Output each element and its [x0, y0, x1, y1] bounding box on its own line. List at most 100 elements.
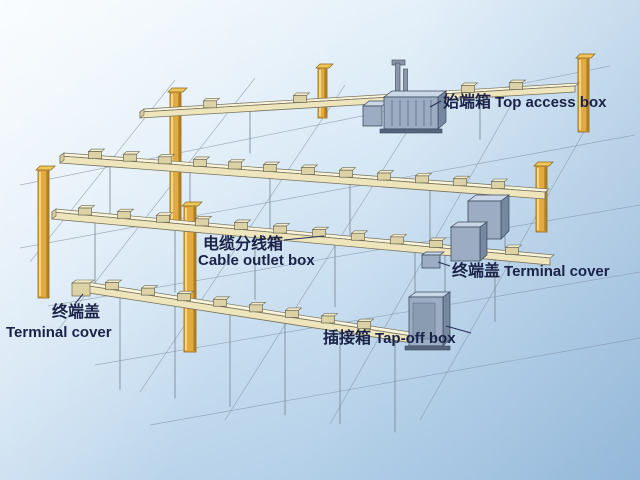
leader-lines: [73, 100, 472, 334]
label-cable-outlet-box-zh: 电缆分线箱: [203, 236, 284, 253]
tap-unit: [123, 153, 137, 162]
tap-unit: [491, 181, 505, 189]
tap-unit-top: [292, 92, 311, 96]
tap-unit: [141, 287, 155, 296]
tap-unit-top: [508, 79, 527, 83]
tap-unit-top: [227, 159, 246, 163]
label-top-access-box-zh: 始端箱: [443, 94, 492, 111]
rail-end-cap: [59, 152, 65, 164]
tap-unit: [351, 232, 365, 241]
tap-unit: [234, 222, 248, 230]
tap-unit-top: [356, 318, 375, 322]
tap-unit-top: [389, 234, 408, 238]
tap-unit: [228, 161, 242, 170]
tap-unit: [429, 240, 443, 248]
access-box-top: [382, 90, 448, 98]
support-column: [35, 165, 56, 299]
tap-unit-top: [116, 208, 135, 212]
column-cap: [167, 87, 188, 93]
busway-rails: [51, 79, 581, 348]
tap-unit: [357, 321, 371, 329]
tap-unit-top: [248, 302, 267, 306]
tap-unit: [117, 211, 131, 220]
tap-unit-top: [155, 212, 174, 216]
tap-unit-top: [140, 285, 159, 289]
tap-unit: [453, 178, 467, 187]
terminal-cover-right-cap: [420, 251, 446, 269]
label-top-access-box-en: Top access box: [495, 94, 607, 111]
tap-unit: [203, 100, 217, 109]
column-cap: [575, 53, 596, 59]
tap-unit-top: [104, 279, 123, 283]
rail-end-cap: [139, 108, 145, 119]
tap-unit-top: [490, 178, 509, 182]
tap-unit-top: [414, 173, 433, 177]
tap-unit: [301, 167, 315, 175]
cable-outlet-boxes: [449, 194, 511, 262]
tap-unit-top: [202, 98, 221, 102]
tap-unit-top: [272, 223, 291, 227]
tap-unit-top: [338, 167, 357, 171]
perspective-grid: [19, 65, 640, 426]
tap-unit-top: [87, 148, 106, 152]
tap-unit-top: [284, 307, 303, 311]
rail-end-cap: [51, 208, 57, 220]
tap-unit-top: [320, 313, 339, 317]
tap-unit: [415, 175, 429, 184]
grid-line: [139, 84, 346, 393]
tap-unit-top: [300, 164, 319, 168]
tap-off-box-device: [404, 291, 452, 351]
tap-unit: [158, 156, 172, 165]
side-box: [362, 105, 383, 127]
rail-front-face: [59, 155, 546, 200]
tap-unit: [263, 164, 277, 172]
tap-unit: [293, 95, 307, 103]
tap-unit-top: [428, 237, 447, 241]
tap-unit: [339, 169, 353, 178]
tap-unit-top: [350, 230, 369, 234]
tap-unit: [509, 82, 523, 90]
column-cap: [315, 63, 334, 69]
tap-unit-top: [157, 153, 176, 158]
busway-rail-2: [59, 148, 550, 200]
tap-unit: [285, 310, 299, 318]
tap-unit-top: [262, 161, 281, 165]
tap-unit: [377, 172, 391, 181]
tap-unit: [321, 315, 335, 324]
tap-unit: [193, 159, 207, 167]
grid-line: [19, 134, 636, 249]
column-cap: [533, 161, 554, 167]
tap-unit: [249, 304, 263, 313]
tap-unit: [461, 85, 475, 93]
support-column: [575, 53, 596, 133]
tap-unit-top: [460, 82, 479, 86]
top-access-box: [362, 59, 448, 134]
tap-unit: [390, 236, 404, 245]
tap-unit-top: [194, 216, 213, 220]
tap-unit-top: [452, 175, 471, 179]
grid-line: [29, 79, 176, 263]
tap-unit-top: [77, 205, 96, 209]
tap-unit-top: [233, 219, 252, 223]
column-cap: [35, 165, 56, 171]
label-cable-outlet-box-en: Cable outlet box: [198, 252, 315, 269]
tap-unit-top: [192, 156, 211, 160]
tap-unit: [213, 298, 227, 307]
grid-line: [94, 271, 640, 366]
tap-unit: [505, 247, 519, 255]
tap-unit-top: [311, 226, 330, 230]
terminal-cover-left-cap: [71, 279, 95, 297]
tap-unit: [78, 207, 92, 216]
tap-unit: [88, 151, 102, 159]
tap-unit: [273, 225, 287, 234]
tap-unit-top: [122, 151, 141, 155]
tap-unit-top: [504, 244, 523, 248]
tap-unit-top: [212, 296, 231, 300]
grid-line: [419, 129, 586, 421]
label-terminal-cover-left-en: Terminal cover: [6, 324, 112, 341]
busway-rail-top: [138, 79, 581, 119]
